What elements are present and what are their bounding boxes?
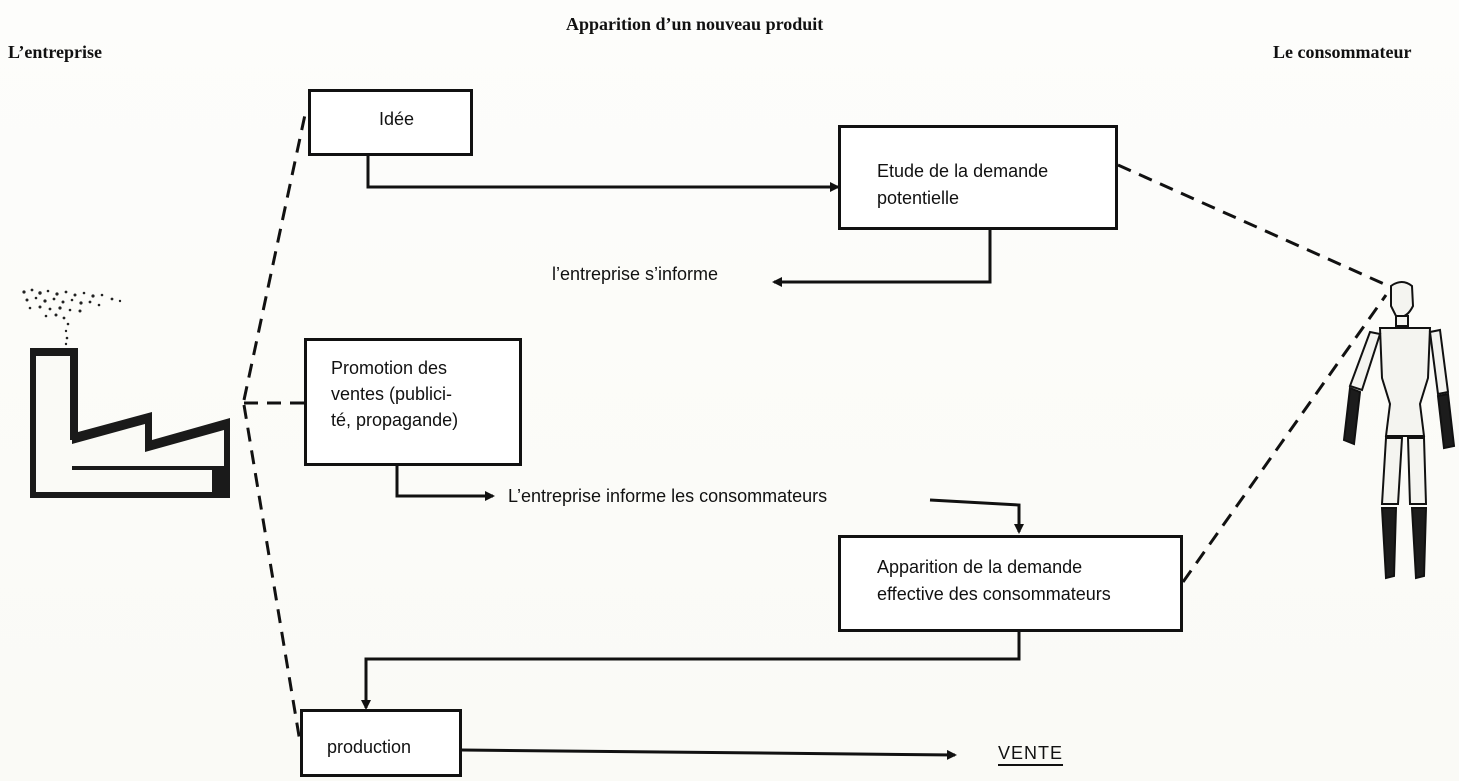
factory-hall <box>72 424 224 466</box>
box-idee: Idée <box>308 89 473 156</box>
figure-neck <box>1395 315 1409 327</box>
arrow-production-to-vente <box>461 748 957 760</box>
box-promotion-line-3: té, propagande) <box>331 410 459 431</box>
dash-apparition-to-consumer <box>1181 294 1388 583</box>
person-figure-icon <box>1342 281 1456 580</box>
box-production: production <box>300 709 462 777</box>
figure-right-thigh <box>1406 437 1428 505</box>
figure-right-upper-arm <box>1428 328 1450 396</box>
figure-left-shin <box>1380 507 1398 580</box>
arrow-etude-to-informe <box>772 230 992 287</box>
label-entreprise-s-informe: l’entreprise s’informe <box>552 264 719 284</box>
box-promotion-line-2: ventes (publici- <box>331 384 453 405</box>
figure-head <box>1390 281 1415 318</box>
flow-arrows <box>361 156 1024 760</box>
arrow-informe-conso-to-apparition <box>929 498 1024 534</box>
figure-left-upper-arm <box>1348 330 1382 392</box>
left-heading-entreprise: L’entreprise <box>8 42 102 62</box>
box-production-line-1: production <box>327 737 412 757</box>
box-promotion-line-1: Promotion des <box>331 358 448 378</box>
factory-icon <box>22 288 230 498</box>
factory-dashed-links <box>242 109 308 743</box>
consumer-dashed-links <box>1117 163 1394 583</box>
arrow-idee-to-etude <box>366 156 840 192</box>
box-etude-demande: Etude de la demande potentielle <box>838 125 1118 230</box>
label-vente: VENTE <box>998 743 1064 763</box>
box-apparition-line-1: Apparition de la demande <box>877 557 1083 577</box>
right-heading-consommateur: Le consommateur <box>1273 42 1412 62</box>
box-apparition-demande: Apparition de la demande effective des c… <box>838 535 1183 632</box>
dash-factory-to-idee <box>242 109 308 401</box>
diagram-title: Apparition d’un nouveau produit <box>566 14 824 34</box>
factory-door <box>72 470 212 492</box>
box-etude-line-1: Etude de la demande <box>877 161 1049 181</box>
factory-window <box>36 356 72 492</box>
figure-right-forearm <box>1436 392 1456 450</box>
figure-left-thigh <box>1380 437 1404 505</box>
arrow-promotion-to-informe-conso <box>395 466 495 501</box>
smoke-icon <box>22 288 122 346</box>
box-promotion-ventes: Promotion des ventes (publici- té, propa… <box>304 338 522 466</box>
figure-torso <box>1378 327 1432 437</box>
label-entreprise-informe-consommateurs: L’entreprise informe les consommateurs <box>508 486 828 506</box>
arrow-apparition-to-production <box>361 632 1021 710</box>
dash-etude-to-consumer <box>1117 163 1394 290</box>
dash-factory-to-production <box>242 404 302 743</box>
figure-left-forearm <box>1342 386 1362 446</box>
box-apparition-line-2: effective des consommateurs <box>877 584 1111 604</box>
box-etude-line-2: potentielle <box>877 188 960 208</box>
figure-right-shin <box>1410 507 1428 580</box>
box-idee-line-1: Idée <box>379 109 415 129</box>
